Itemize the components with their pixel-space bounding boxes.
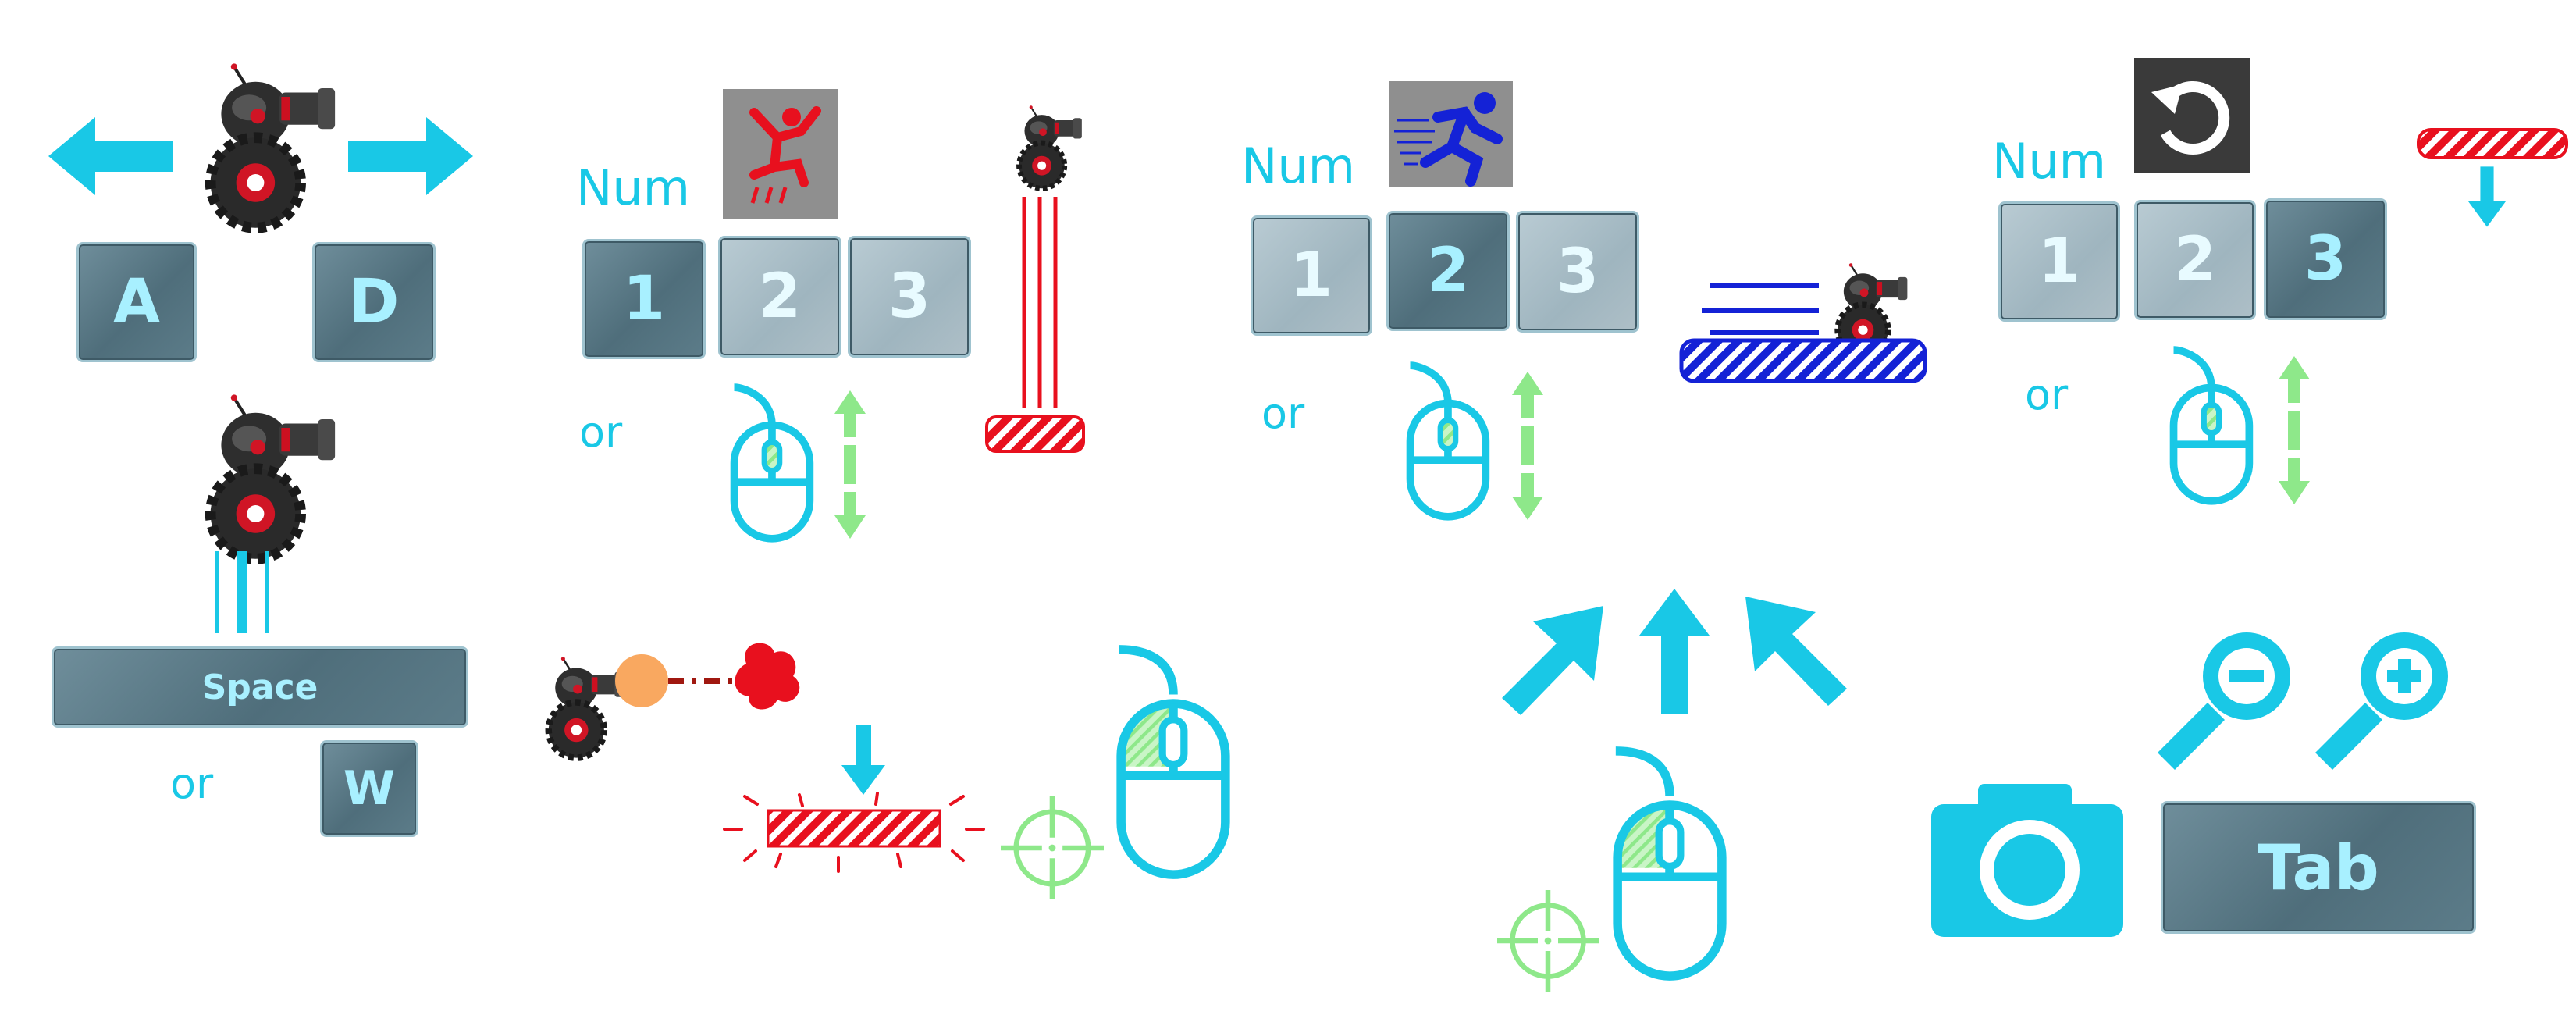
robot-icon: [201, 394, 342, 565]
key-num-3[interactable]: 3: [1516, 211, 1639, 333]
platform-icon: [723, 792, 985, 873]
scroll-arrows-icon: [1512, 372, 1543, 520]
down-arrow-icon: [2468, 166, 2506, 227]
mouse-scroll-icon: [1410, 356, 1496, 536]
key-space[interactable]: Space: [52, 646, 468, 728]
zoom-out-icon[interactable]: [2154, 625, 2295, 773]
running-person-icon: [1389, 81, 1513, 187]
robot-icon: [1015, 102, 1085, 195]
rotate-icon: [2134, 58, 2250, 173]
fall-person-icon: [723, 89, 838, 219]
jump-lines-icon: [215, 551, 269, 633]
platform-icon: [985, 415, 1085, 453]
key-w[interactable]: W: [320, 740, 418, 837]
key-num-3[interactable]: 3: [848, 236, 971, 358]
crosshair-icon: [1497, 890, 1599, 992]
scroll-arrows-icon: [2279, 356, 2310, 504]
drop-lines-icon: [1022, 197, 1058, 408]
arrow-up-right-icon: [1745, 597, 1847, 706]
camera-icon[interactable]: [1931, 781, 2123, 937]
mouse-scroll-icon: [734, 378, 820, 557]
platform-icon: [2417, 128, 2568, 159]
zoom-in-icon[interactable]: [2312, 625, 2453, 773]
or-label: or: [170, 759, 214, 808]
key-num-1[interactable]: 1: [582, 239, 706, 359]
key-num-1[interactable]: 1: [1998, 201, 2120, 322]
mouse-left-click-icon[interactable]: [1108, 629, 1238, 895]
key-num-2[interactable]: 2: [1386, 211, 1510, 331]
or-label: or: [579, 408, 623, 457]
or-label: or: [2025, 370, 2069, 419]
key-a[interactable]: A: [76, 242, 197, 362]
key-num-3[interactable]: 3: [2264, 198, 2387, 320]
dash-lines-icon: [1702, 283, 1819, 335]
or-label: or: [1261, 389, 1305, 438]
mouse-left-click-icon[interactable]: [1605, 731, 1735, 996]
arrow-up-icon: [1639, 589, 1710, 714]
robot-icon: [201, 62, 342, 234]
arrow-up-left-icon: [1502, 606, 1603, 715]
scroll-arrows-icon: [834, 390, 866, 539]
key-num-2[interactable]: 2: [718, 236, 841, 358]
crosshair-icon: [1001, 796, 1104, 899]
mouse-scroll-icon: [2173, 340, 2259, 520]
platform-icon: [1679, 338, 1927, 383]
key-tab[interactable]: Tab: [2161, 801, 2476, 934]
down-arrow-icon: [841, 725, 885, 795]
shot-icon: [615, 643, 800, 710]
key-d[interactable]: D: [312, 242, 436, 362]
num-label: Num: [576, 159, 691, 216]
key-num-2[interactable]: 2: [2134, 200, 2256, 320]
arrow-left-icon: [48, 117, 173, 195]
arrow-right-icon: [348, 117, 473, 195]
key-num-1[interactable]: 1: [1251, 215, 1372, 336]
num-label: Num: [1241, 137, 1356, 194]
num-label: Num: [1992, 133, 2107, 190]
